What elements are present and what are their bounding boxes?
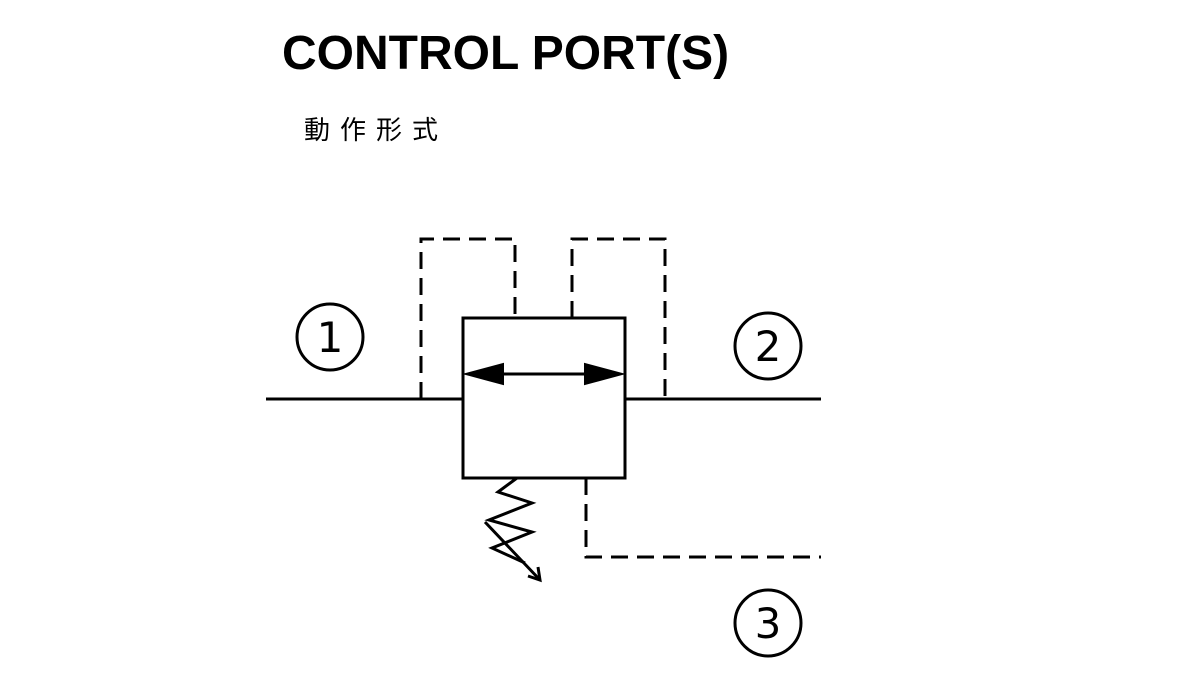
pilot-line-right	[570, 237, 667, 399]
flow-arrow-head-right	[584, 362, 626, 386]
port-3-circle	[733, 588, 803, 658]
port-2-label: 2	[755, 322, 782, 371]
diagram-title: CONTROL PORT(S)	[282, 27, 730, 80]
port-1-label: 1	[317, 313, 344, 362]
port-3-label: 3	[755, 599, 782, 648]
drain-line	[584, 478, 821, 559]
flow-arrow-head-left	[462, 362, 504, 386]
diagram-subtitle: 動作形式	[304, 116, 449, 146]
valve-body	[461, 316, 627, 480]
adjust-arrow-head	[527, 566, 542, 583]
spring-symbol	[484, 476, 537, 565]
pilot-line-left	[419, 237, 517, 399]
port-1-circle	[295, 302, 365, 372]
port-2-circle	[733, 311, 803, 381]
adjust-arrow-shaft	[483, 520, 542, 582]
